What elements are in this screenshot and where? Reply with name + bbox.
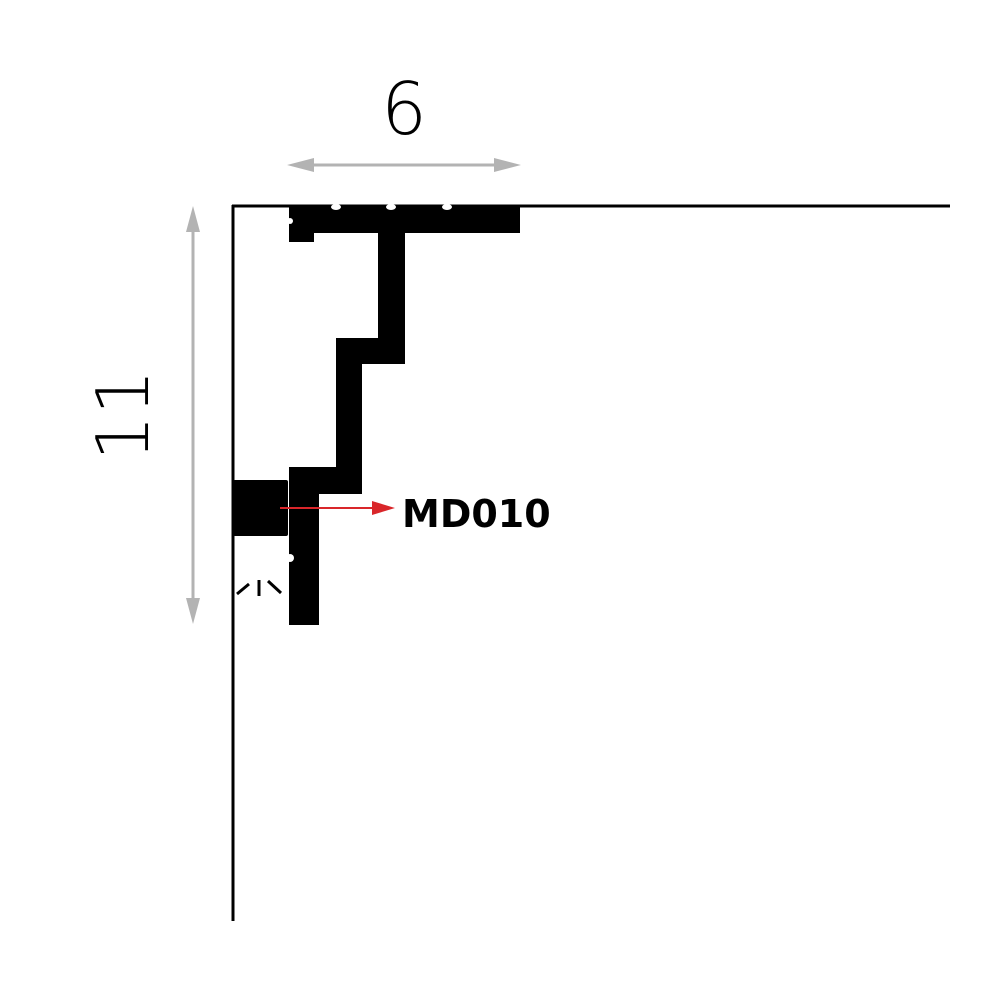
adhesive-grooves xyxy=(286,204,452,562)
pointer-arrow xyxy=(280,501,395,515)
cornice-profile xyxy=(289,206,520,625)
width-dimension-arrow xyxy=(287,158,521,172)
light-rays-icon xyxy=(236,579,283,596)
product-code-label: MD010 xyxy=(402,492,551,536)
led-strip-block xyxy=(233,480,288,536)
height-dimension-arrow xyxy=(186,206,200,624)
height-dimension-label: 11 xyxy=(81,369,165,461)
width-dimension-label: 6 xyxy=(381,67,427,151)
